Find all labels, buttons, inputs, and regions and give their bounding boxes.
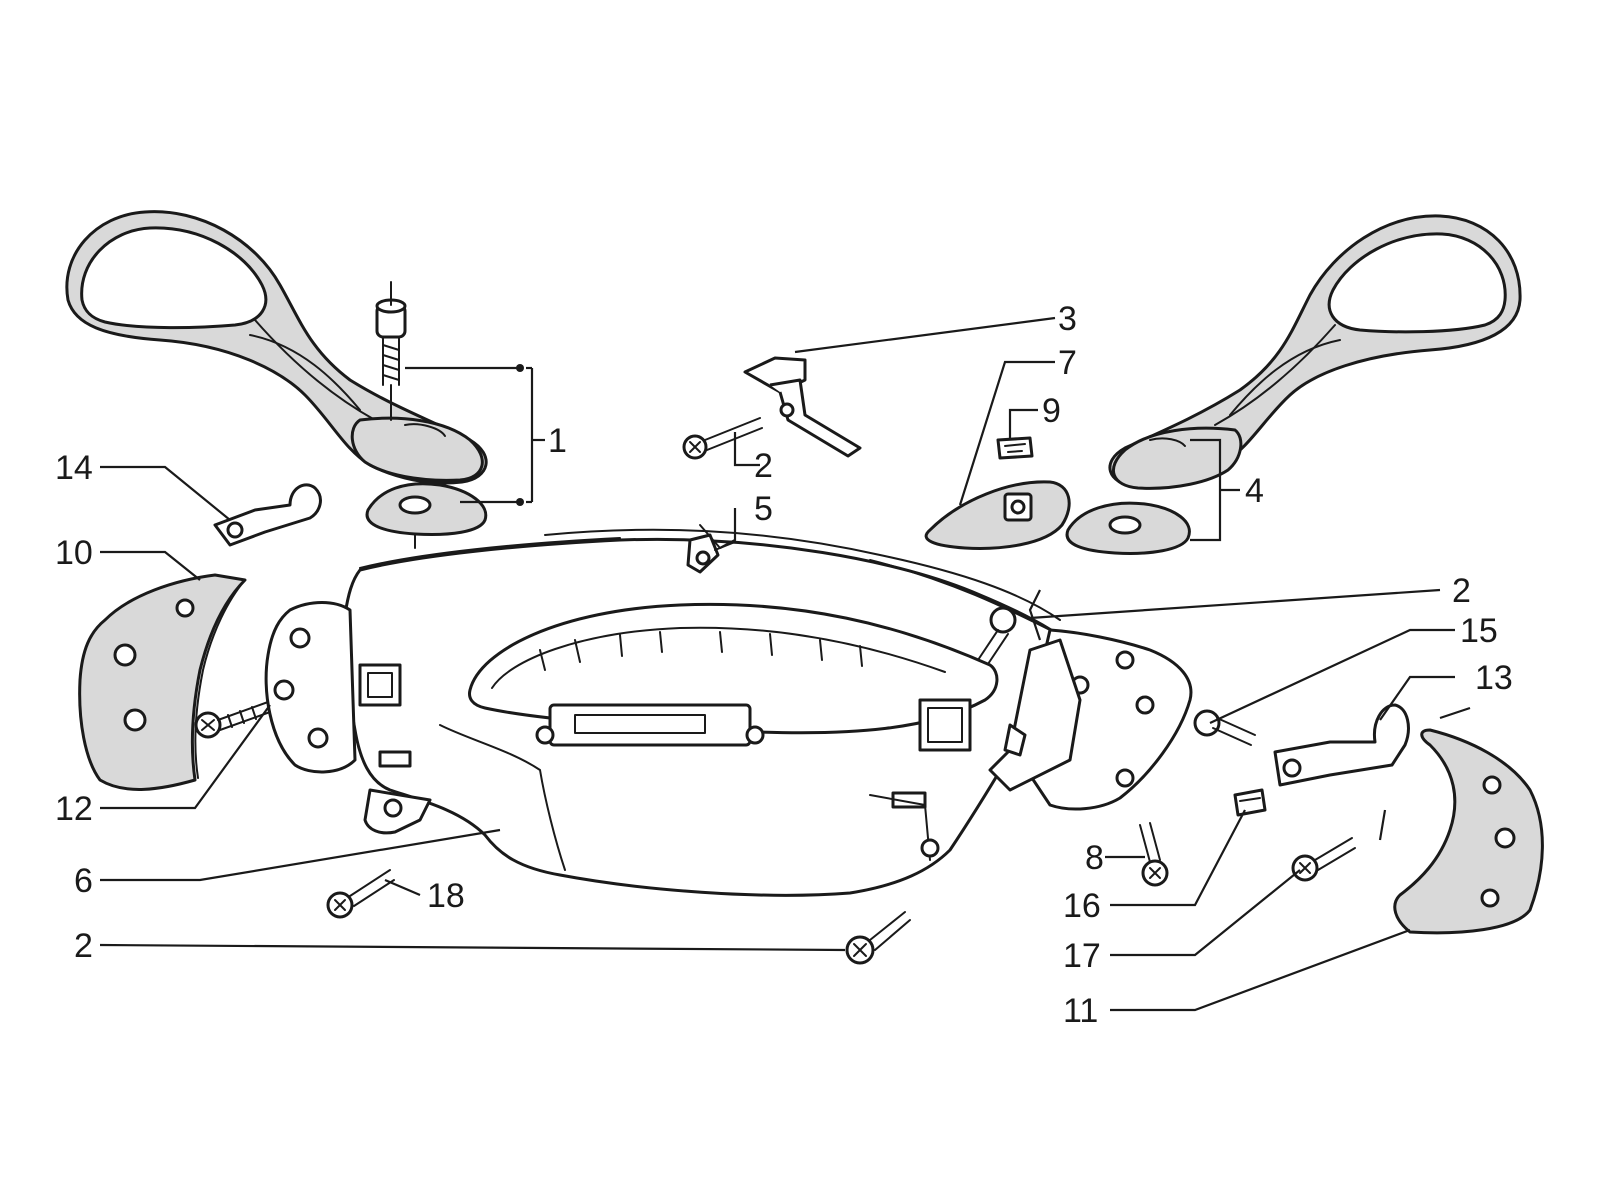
callout-11: 11 bbox=[1063, 992, 1098, 1030]
cable-clip bbox=[686, 524, 736, 574]
callout-15: 15 bbox=[1460, 612, 1498, 650]
callout-2-lower: 2 bbox=[74, 927, 93, 965]
callout-13: 13 bbox=[1475, 659, 1513, 697]
right-clamp-bracket bbox=[1273, 703, 1410, 787]
center-bracket bbox=[743, 356, 862, 458]
callout-7: 7 bbox=[1058, 344, 1077, 382]
callout-3: 3 bbox=[1058, 300, 1077, 338]
callout-2-upper: 2 bbox=[754, 447, 773, 485]
callout-14: 14 bbox=[55, 449, 93, 487]
callout-2-right: 2 bbox=[1452, 572, 1471, 610]
callout-18: 18 bbox=[427, 877, 465, 915]
right-end-cover bbox=[1393, 728, 1544, 935]
cable-line bbox=[544, 528, 1061, 621]
screw-8 bbox=[1139, 822, 1169, 887]
screw-17 bbox=[1291, 837, 1356, 882]
callout-17: 17 bbox=[1063, 937, 1101, 975]
callout-1-bracket bbox=[405, 364, 545, 506]
callout-4: 4 bbox=[1245, 472, 1264, 510]
screw-18 bbox=[326, 869, 395, 919]
callout-labels: 1 2 2 2 3 4 5 6 7 8 9 10 11 12 13 14 15 … bbox=[55, 300, 1513, 1030]
bracket-screw bbox=[682, 417, 763, 460]
cover-screw-middle bbox=[977, 606, 1017, 665]
right-mirror-base-plate bbox=[1065, 501, 1191, 555]
left-mirror-base-plate bbox=[365, 482, 488, 549]
callout-9: 9 bbox=[1042, 392, 1061, 430]
callout-12: 12 bbox=[55, 790, 93, 828]
left-mirror bbox=[65, 210, 488, 485]
callout-6: 6 bbox=[74, 862, 93, 900]
callout-10: 10 bbox=[55, 534, 93, 572]
clip-nut bbox=[996, 436, 1034, 460]
callout-1: 1 bbox=[548, 422, 567, 460]
callout-4-bracket bbox=[1190, 438, 1240, 542]
cover-screw-lower bbox=[845, 911, 911, 965]
callout-16: 16 bbox=[1063, 887, 1101, 925]
left-end-cover bbox=[78, 573, 247, 791]
left-clamp-bracket bbox=[213, 483, 322, 547]
right-mirror bbox=[1108, 214, 1522, 490]
callout-5: 5 bbox=[754, 490, 773, 528]
mirror-bolt bbox=[375, 281, 407, 421]
handlebar-cover bbox=[264, 537, 1193, 897]
screw-15 bbox=[1193, 709, 1256, 746]
clip-nut-16 bbox=[1233, 788, 1267, 817]
right-mirror-cover bbox=[924, 480, 1071, 550]
leader-lines bbox=[99, 316, 1471, 1012]
callout-8: 8 bbox=[1085, 839, 1104, 877]
